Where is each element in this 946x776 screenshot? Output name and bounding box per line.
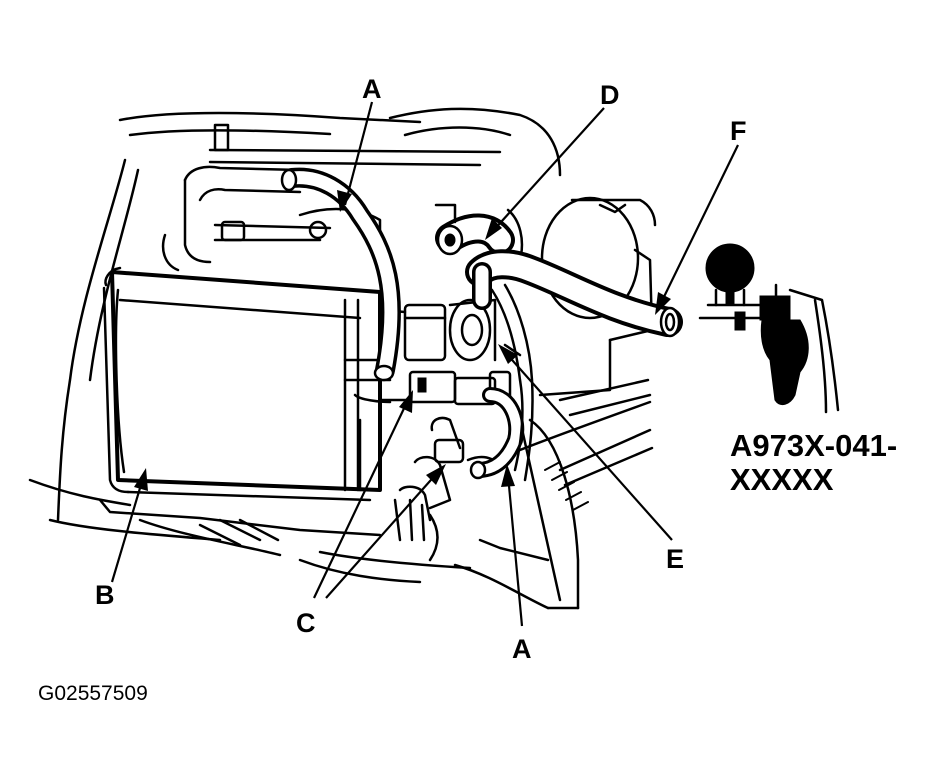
hose-e xyxy=(490,283,534,482)
callout-a-top: A xyxy=(362,74,382,104)
hose-f xyxy=(465,249,683,338)
callout-b: B xyxy=(95,580,115,610)
vacuum-pump-tool xyxy=(698,243,840,414)
callout-e: E xyxy=(666,544,684,574)
figure-id: G02557509 xyxy=(38,682,148,705)
callout-a-bottom: A xyxy=(512,634,532,664)
callout-d: D xyxy=(600,80,620,110)
leader-lines xyxy=(110,101,739,627)
evap-canister xyxy=(102,266,392,502)
hose-a-upper xyxy=(280,167,401,382)
tool-part-number-line1: A973X-041- xyxy=(730,428,897,463)
callout-c: C xyxy=(296,608,316,638)
callout-f: F xyxy=(730,116,747,146)
hose-a-lower xyxy=(469,387,525,480)
tool-part-number-line2: XXXXX xyxy=(730,462,834,497)
